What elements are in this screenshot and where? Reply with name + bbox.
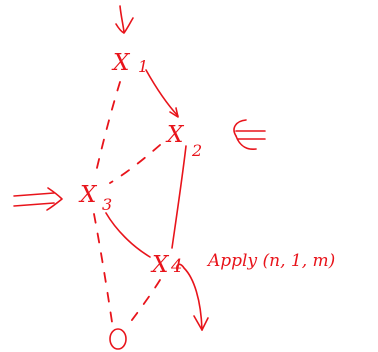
edge-x1-x2 — [145, 69, 179, 117]
node-bottom — [109, 328, 127, 350]
node-x4-label: X — [150, 252, 170, 278]
node-x1-subscript: 1 — [138, 57, 148, 76]
node-x2-label: X — [165, 122, 185, 148]
left-double-arrow — [13, 187, 63, 211]
edge-x1-x2-arrowhead — [169, 107, 179, 118]
node-x2-subscript: 2 — [191, 141, 202, 160]
edge-x1-x3-dotted — [95, 81, 121, 173]
node-x3-subscript: 3 — [102, 195, 112, 214]
edge-x3-bottom-dotted — [93, 213, 113, 323]
node-x2: X 2 — [165, 122, 202, 160]
node-x1-label: X — [111, 50, 131, 76]
right-double-arrow — [233, 119, 266, 150]
node-x3-label: X — [78, 182, 98, 208]
node-x3: X 3 — [78, 182, 112, 214]
node-x1: X 1 — [111, 50, 148, 76]
edge-x2-x4 — [171, 145, 187, 249]
edge-x3-x4 — [105, 212, 151, 258]
edge-x2-x3-dotted — [109, 144, 161, 184]
edge-x4-bottom-dotted — [125, 279, 161, 329]
entry-arrow — [115, 5, 134, 34]
apply-annotation: Apply (n, 1, m) — [206, 251, 335, 271]
hook-arrow — [176, 263, 209, 331]
